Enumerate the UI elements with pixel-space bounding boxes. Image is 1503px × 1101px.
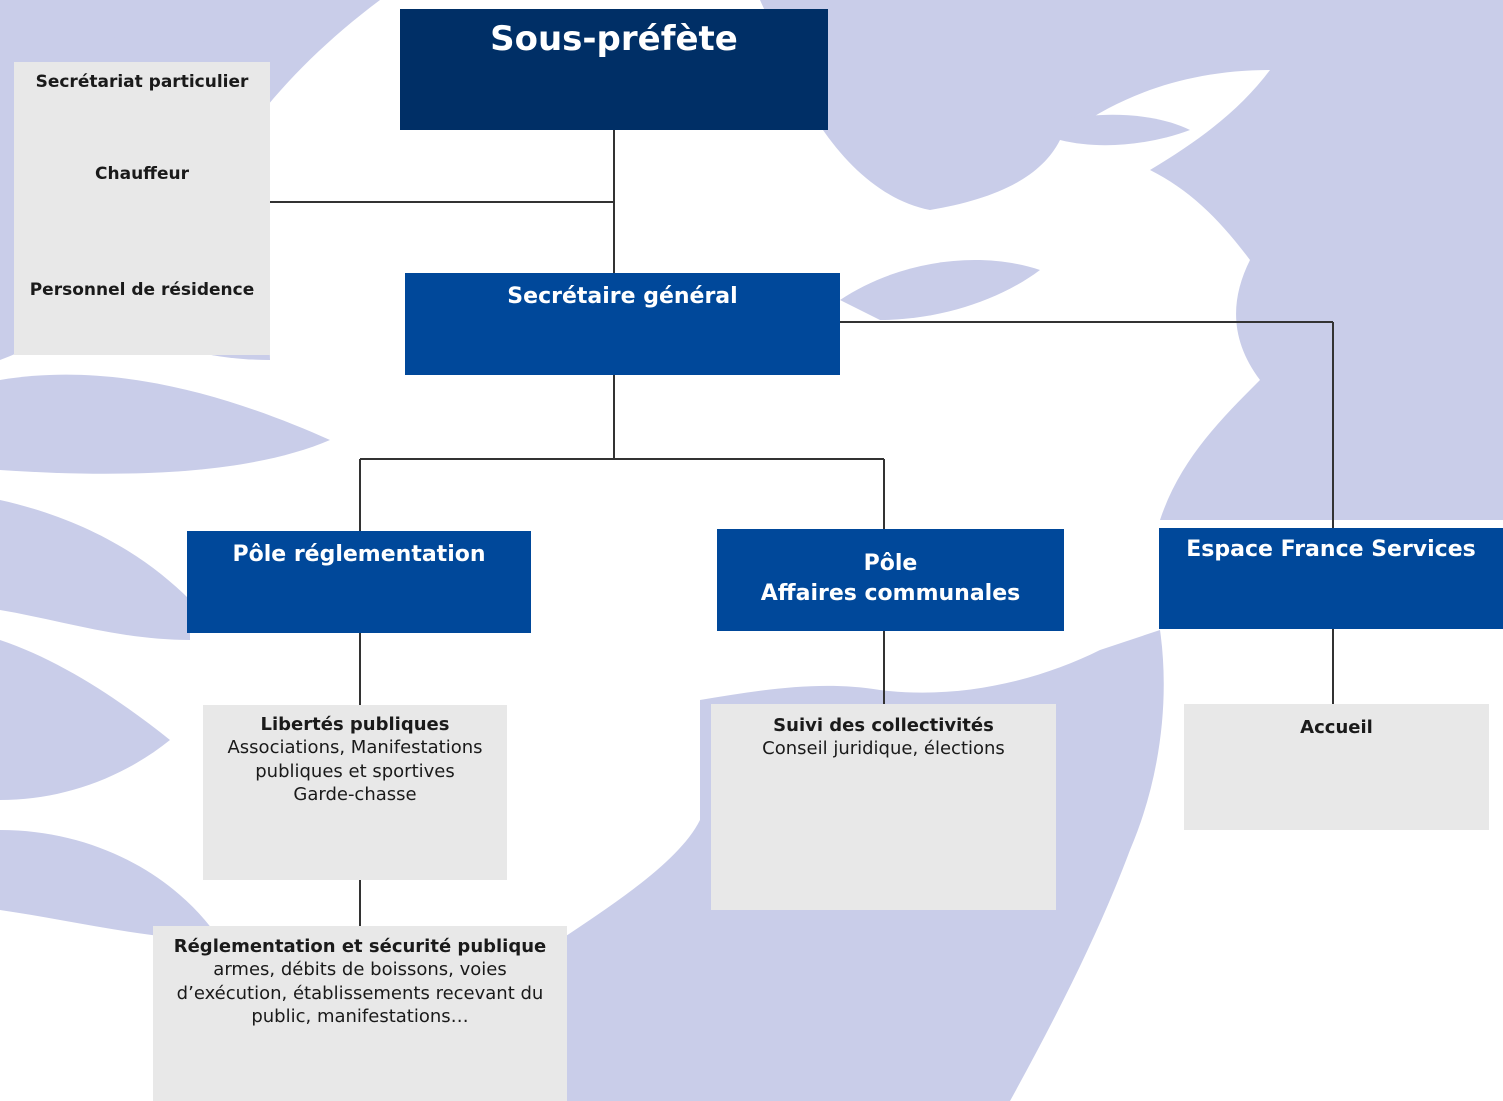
cabinet-item-secretariat: Secrétariat particulier <box>35 72 249 92</box>
suivi-collectivites-box: Suivi des collectivités Conseil juridiqu… <box>711 704 1056 910</box>
reglementation-securite-line: public, manifestations… <box>251 1006 469 1027</box>
pole-reglementation-box: Pôle réglementation <box>187 531 531 633</box>
suivi-collectivites-heading: Suivi des collectivités <box>773 715 994 736</box>
cabinet-item-personnel: Personnel de résidence <box>29 280 255 300</box>
pole-affaires-title-line2: Affaires communales <box>760 581 1021 606</box>
libertes-publiques-line: Garde-chasse <box>293 784 417 805</box>
reglementation-securite-line: d’exécution, établissements recevant du <box>176 982 544 1004</box>
sous-prefete-title: Sous-préfète <box>490 19 738 59</box>
cabinet-item-chauffeur: Chauffeur <box>95 164 189 184</box>
secretaire-general-title: Secrétaire général <box>507 284 738 309</box>
accueil-box: Accueil <box>1184 704 1489 830</box>
secretaire-general-box: Secrétaire général <box>405 273 840 375</box>
accueil-heading: Accueil <box>1300 717 1373 738</box>
espace-france-services-title: Espace France Services <box>1186 537 1476 562</box>
libertes-publiques-heading: Libertés publiques <box>260 714 450 735</box>
pole-affaires-box: Pôle Affaires communales <box>717 529 1064 631</box>
libertes-publiques-line: Associations, Manifestations <box>227 737 483 758</box>
pole-reglementation-title: Pôle réglementation <box>232 542 486 567</box>
espace-france-services-box: Espace France Services <box>1159 528 1503 629</box>
reglementation-securite-line: armes, débits de boissons, voies <box>213 959 507 980</box>
pole-affaires-title-line1: Pôle <box>863 551 918 576</box>
cabinet-box: Secrétariat particulier Chauffeur Person… <box>14 62 270 355</box>
suivi-collectivites-line: Conseil juridique, élections <box>762 738 1005 759</box>
libertes-publiques-box: Libertés publiques Associations, Manifes… <box>203 705 507 880</box>
reglementation-securite-heading: Réglementation et sécurité publique <box>173 936 547 957</box>
libertes-publiques-line: publiques et sportives <box>255 760 455 782</box>
sous-prefete-box: Sous-préfète <box>400 9 828 130</box>
reglementation-securite-box: Réglementation et sécurité publique arme… <box>153 926 567 1101</box>
